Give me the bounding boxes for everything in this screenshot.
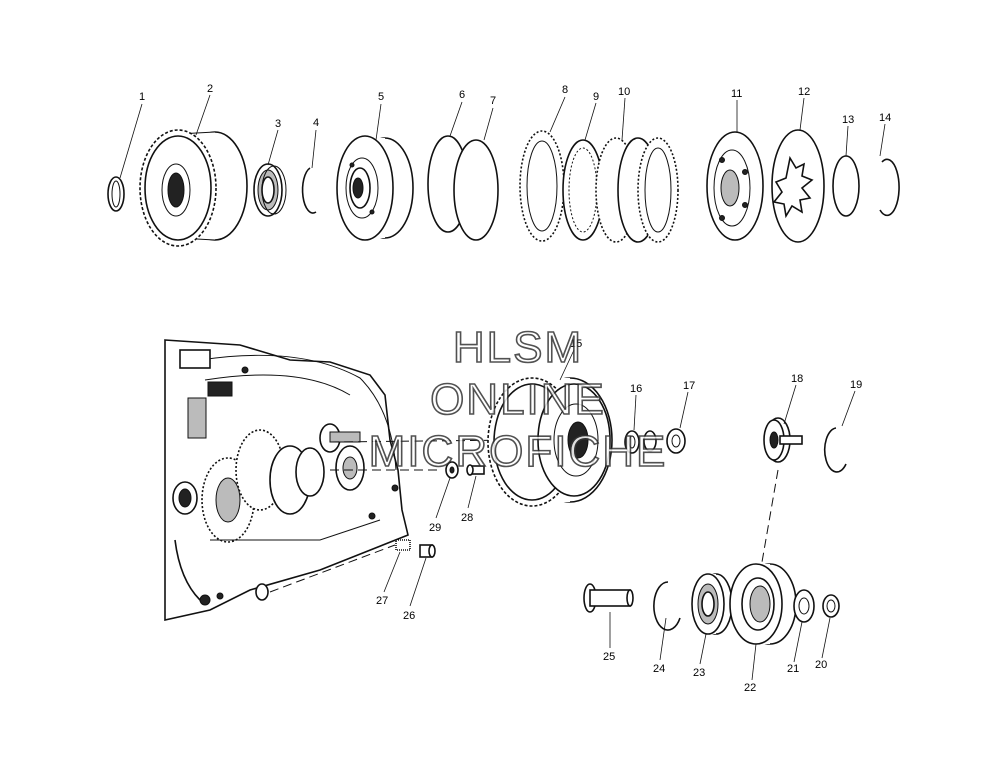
part-27-stud <box>395 539 411 551</box>
callout-25: 25 <box>603 651 615 663</box>
callout-9: 9 <box>593 91 599 103</box>
callout-29: 29 <box>429 522 441 534</box>
part-2-gear <box>139 129 248 247</box>
part-21-washer <box>793 589 815 623</box>
callout-7: 7 <box>490 95 496 107</box>
watermark-line-1: HLSM <box>453 323 583 372</box>
callout-10: 10 <box>618 86 630 98</box>
part-26-plug <box>419 544 436 558</box>
part-3-bearing <box>253 163 287 217</box>
part-17-nut <box>666 428 686 454</box>
callout-21: 21 <box>787 663 799 675</box>
callout-24: 24 <box>653 663 665 675</box>
part-25-adjusting-screw <box>583 583 634 613</box>
callout-6: 6 <box>459 89 465 101</box>
callout-23: 23 <box>693 667 705 679</box>
part-5-clutch-hub <box>336 135 414 241</box>
part-11-pressure-plate <box>706 131 764 241</box>
part-10-plate-stack <box>595 137 679 243</box>
callout-1: 1 <box>139 91 145 103</box>
part-19-snap-ring <box>823 427 847 473</box>
callout-11: 11 <box>731 88 742 100</box>
part-12-diaphragm-spring <box>771 129 825 243</box>
callout-20: 20 <box>815 659 827 671</box>
part-1-snap-ring <box>107 176 125 212</box>
part-18-release-plate <box>763 417 803 463</box>
callout-18: 18 <box>791 373 803 385</box>
callout-22: 22 <box>744 682 756 694</box>
part-20-nut <box>822 594 840 618</box>
callout-2: 2 <box>207 83 213 95</box>
part-4-retaining-ring <box>301 167 317 214</box>
callout-8: 8 <box>562 84 568 96</box>
callout-16: 16 <box>630 383 642 395</box>
part-16-washer <box>624 430 657 454</box>
part-15-clutch-shell <box>487 377 613 507</box>
callout-labels: 1 2 3 4 5 6 7 8 9 10 11 12 13 14 15 16 1… <box>139 83 891 694</box>
part-23-bearing <box>691 573 733 635</box>
part-14-snap-ring <box>879 158 900 217</box>
part-24-retaining-ring <box>653 581 681 631</box>
callout-27: 27 <box>376 595 388 607</box>
part-22-release-plate <box>729 563 797 645</box>
part-13-snap-ring <box>832 155 860 217</box>
watermark-line-2: ONLINE <box>430 375 606 424</box>
callout-17: 17 <box>683 380 695 392</box>
leader-lines <box>119 94 886 681</box>
callout-4: 4 <box>313 117 319 129</box>
callout-14: 14 <box>879 112 891 124</box>
part-29-washer <box>445 461 459 479</box>
watermark-line-3: MICROFICHE <box>369 427 668 476</box>
engine-primary-case <box>164 339 409 621</box>
callout-28: 28 <box>461 512 473 524</box>
callout-5: 5 <box>378 91 384 103</box>
part-7-ring <box>453 139 499 241</box>
part-8-friction-plate <box>519 130 565 242</box>
callout-19: 19 <box>850 379 862 391</box>
callout-13: 13 <box>842 114 854 126</box>
watermark: HLSM ONLINE MICROFICHE <box>368 322 668 477</box>
callout-3: 3 <box>275 118 281 130</box>
callout-12: 12 <box>798 86 810 98</box>
part-28-screw <box>466 464 485 476</box>
callout-26: 26 <box>403 610 415 622</box>
callout-15: 15 <box>570 338 582 350</box>
